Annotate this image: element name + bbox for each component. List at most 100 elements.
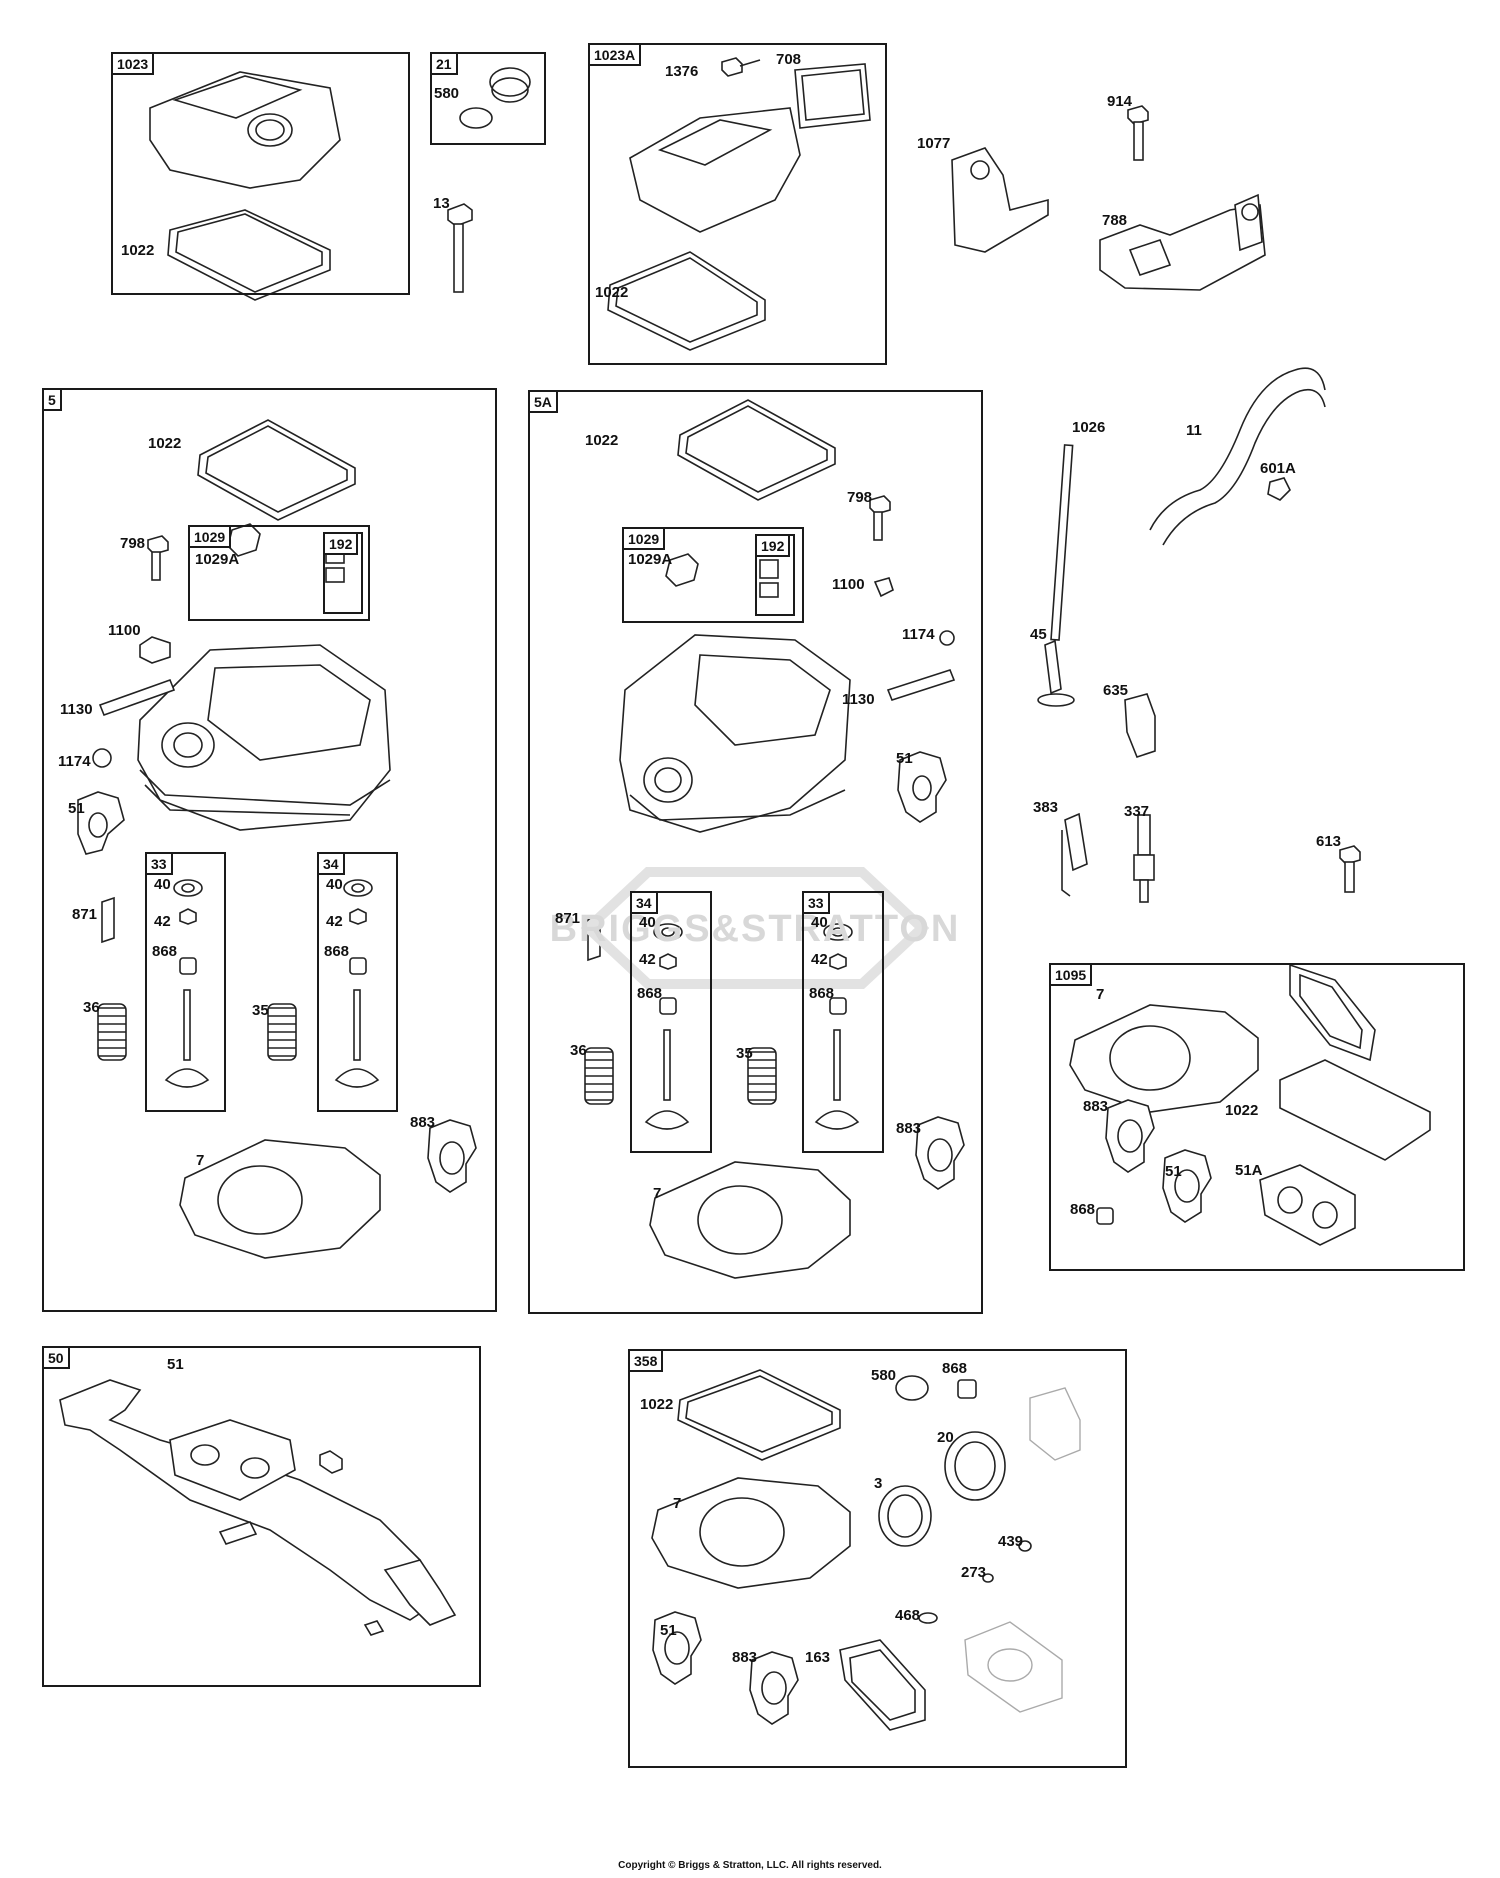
sub-box-33-left: 33 <box>145 852 226 1112</box>
kit-box-1023: 1023 <box>111 52 410 295</box>
bolt-914-drawing <box>1127 105 1149 161</box>
part-label: 883 <box>410 1114 436 1131</box>
part-label: 580 <box>871 1367 897 1384</box>
part-label: 40 <box>639 914 656 931</box>
part-label: 273 <box>961 1564 987 1581</box>
sub-box-1029-left: 1029 <box>188 525 370 621</box>
kit-box-21: 21 <box>430 52 546 145</box>
kit-box-358: 358 <box>628 1349 1127 1768</box>
part-label: 13 <box>433 195 450 212</box>
box-tag-5: 5 <box>44 390 62 411</box>
part-label: 798 <box>120 535 146 552</box>
bracket-788-drawing <box>1099 193 1266 291</box>
part-label: 1026 <box>1072 419 1106 436</box>
box-tag-34-left: 34 <box>319 854 345 875</box>
sub-box-192-left: 192 <box>323 532 363 614</box>
copyright-notice: Copyright © Briggs & Stratton, LLC. All … <box>618 1860 882 1871</box>
part-label: 1130 <box>60 701 93 718</box>
part-label: 3 <box>874 1475 883 1492</box>
part-label: 7 <box>673 1495 682 1512</box>
part-label: 1022 <box>148 435 182 452</box>
kit-box-1023a: 1023A <box>588 43 887 365</box>
part-label: 36 <box>83 999 100 1016</box>
box-tag-1029-right: 1029 <box>624 529 666 550</box>
part-label: 36 <box>570 1042 587 1059</box>
part-label: 7 <box>1096 986 1105 1003</box>
part-label: 868 <box>809 985 835 1002</box>
part-label: 40 <box>326 876 343 893</box>
part-label: 42 <box>639 951 656 968</box>
part-label: 42 <box>154 913 171 930</box>
kit-box-50: 50 <box>42 1346 481 1687</box>
box-tag-21: 21 <box>432 54 458 75</box>
part-label: 7 <box>653 1185 662 1202</box>
part-label: 51 <box>660 1622 677 1639</box>
box-tag-1095: 1095 <box>1051 965 1093 986</box>
part-label: 798 <box>847 489 873 506</box>
part-label: 1022 <box>595 284 629 301</box>
box-tag-33-left: 33 <box>147 854 173 875</box>
part-label: 51 <box>896 750 913 767</box>
part-label: 51A <box>1235 1162 1263 1179</box>
part-label: 51 <box>68 800 85 817</box>
part-label: 871 <box>555 910 581 927</box>
part-label: 1022 <box>585 432 619 449</box>
part-label: 708 <box>776 51 802 68</box>
part-label: 1029A <box>195 551 240 568</box>
sub-box-1029-right: 1029 <box>622 527 804 623</box>
part-label: 42 <box>811 951 828 968</box>
part-label: 42 <box>326 913 343 930</box>
part-label: 580 <box>434 85 460 102</box>
part-label: 868 <box>1070 1201 1096 1218</box>
box-tag-358: 358 <box>630 1351 664 1372</box>
part-label: 20 <box>937 1429 954 1446</box>
part-label: 635 <box>1103 682 1129 699</box>
sub-box-34-left: 34 <box>317 852 398 1112</box>
part-label: 1022 <box>1225 1102 1259 1119</box>
sub-box-192-right: 192 <box>755 534 795 616</box>
box-tag-1023: 1023 <box>113 54 155 75</box>
box-tag-192-right: 192 <box>757 536 791 557</box>
part-label: 883 <box>896 1120 922 1137</box>
part-label: 1022 <box>640 1396 674 1413</box>
part-label: 601A <box>1260 460 1296 477</box>
part-label: 883 <box>732 1649 758 1666</box>
part-label: 1022 <box>121 242 155 259</box>
part-label: 11 <box>1186 422 1202 439</box>
part-label: 337 <box>1124 803 1150 820</box>
part-label: 383 <box>1033 799 1059 816</box>
misc-parts-drawing <box>1037 367 1361 903</box>
part-label: 35 <box>252 1002 269 1019</box>
kit-box-5: 5 <box>42 388 497 1312</box>
part-label: 883 <box>1083 1098 1109 1115</box>
box-tag-33-right: 33 <box>804 893 830 914</box>
part-label: 1077 <box>917 135 951 152</box>
kit-box-1095: 1095 <box>1049 963 1465 1271</box>
box-tag-50: 50 <box>44 1348 70 1369</box>
part-label: 914 <box>1107 93 1133 110</box>
part-label: 163 <box>805 1649 831 1666</box>
part-label: 1100 <box>832 576 865 593</box>
part-label: 7 <box>196 1152 205 1169</box>
part-label: 788 <box>1102 212 1128 229</box>
part-label: 35 <box>736 1045 753 1062</box>
part-label: 1174 <box>902 626 935 643</box>
part-label: 868 <box>324 943 350 960</box>
part-label: 868 <box>152 943 178 960</box>
part-label: 40 <box>811 914 828 931</box>
part-label: 45 <box>1030 626 1047 643</box>
bolt-13-drawing <box>447 203 473 293</box>
part-label: 1130 <box>842 691 875 708</box>
box-tag-5a: 5A <box>530 392 558 413</box>
sub-box-33-right: 33 <box>802 891 884 1153</box>
part-label: 868 <box>637 985 663 1002</box>
part-label: 1100 <box>108 622 141 639</box>
sub-box-34-right: 34 <box>630 891 712 1153</box>
box-tag-34-right: 34 <box>632 893 658 914</box>
part-label: 871 <box>72 906 98 923</box>
box-tag-1029-left: 1029 <box>190 527 232 548</box>
part-label: 868 <box>942 1360 968 1377</box>
part-label: 51 <box>167 1356 184 1373</box>
box-tag-1023a: 1023A <box>590 45 642 66</box>
